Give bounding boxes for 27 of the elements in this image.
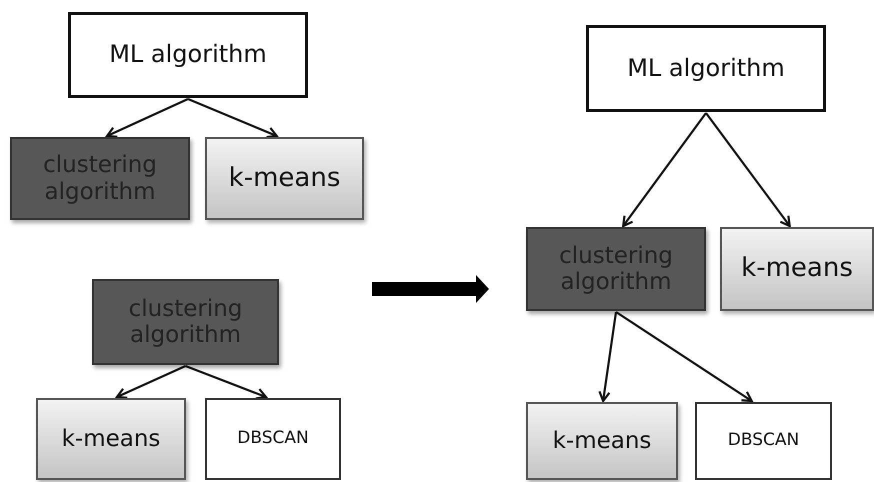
node-label: ML algorithm bbox=[109, 41, 267, 69]
arrow bbox=[622, 112, 707, 228]
node-label: ML algorithm bbox=[627, 54, 785, 82]
arrow bbox=[185, 364, 268, 400]
node-label: k-means bbox=[228, 164, 340, 194]
process-box bbox=[695, 402, 832, 480]
node-label: k-means bbox=[741, 254, 853, 284]
node-label: DBSCAN bbox=[237, 429, 309, 449]
node-label: DBSCAN bbox=[728, 431, 800, 451]
node-label: k-means bbox=[62, 426, 160, 452]
process-box bbox=[205, 398, 341, 480]
node-label: k-means bbox=[552, 428, 652, 454]
arrow bbox=[116, 365, 186, 399]
process-box bbox=[586, 25, 826, 112]
process-box bbox=[720, 227, 874, 311]
category-box bbox=[526, 227, 706, 311]
arrow bbox=[615, 311, 753, 402]
process-box bbox=[205, 137, 364, 220]
process-box bbox=[36, 398, 186, 480]
category-box bbox=[92, 279, 279, 365]
arrow bbox=[106, 98, 188, 138]
process-box bbox=[526, 402, 678, 480]
category-box bbox=[10, 137, 190, 220]
arrow bbox=[705, 112, 791, 228]
arrow bbox=[598, 312, 618, 402]
arrow bbox=[188, 98, 278, 138]
process-box bbox=[68, 12, 308, 98]
